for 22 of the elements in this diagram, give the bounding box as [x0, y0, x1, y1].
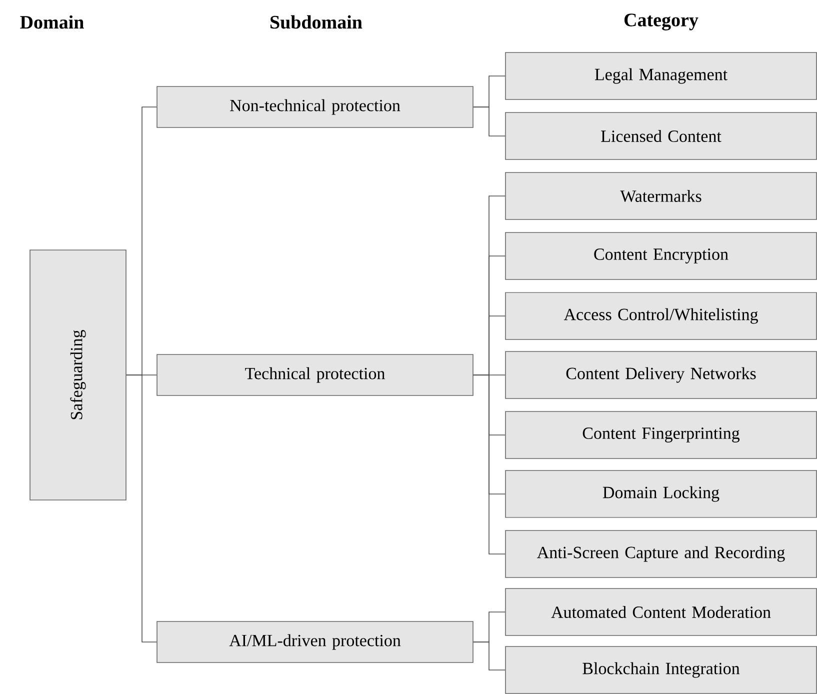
subdomain-box: AI/ML-driven protection [156, 621, 474, 663]
column-header: Subdomain [270, 15, 362, 29]
subdomain-box: Non-technical protection [156, 86, 474, 128]
category-box: Content Fingerprinting [505, 411, 817, 459]
category-box: Content Delivery Networks [505, 351, 817, 399]
domain-box: Safeguarding [30, 250, 126, 500]
category-box: Licensed Content [505, 112, 817, 160]
category-box: Automated Content Moderation [505, 588, 817, 636]
connector [473, 106, 506, 136]
connector [473, 642, 506, 670]
subdomain-box: Technical protection [156, 354, 474, 396]
category-box: Domain Locking [505, 470, 817, 518]
category-box: Watermarks [505, 172, 817, 220]
category-box: Access Control/Whitelisting [505, 292, 817, 340]
category-box: Content Encryption [505, 232, 817, 280]
connector [473, 374, 506, 554]
category-box: Blockchain Integration [505, 646, 817, 694]
category-box: Anti-Screen Capture and Recording [505, 530, 817, 578]
column-header: Domain [20, 15, 84, 29]
connector [126, 374, 157, 642]
column-header: Category [624, 14, 698, 30]
category-box: Legal Management [505, 52, 817, 100]
